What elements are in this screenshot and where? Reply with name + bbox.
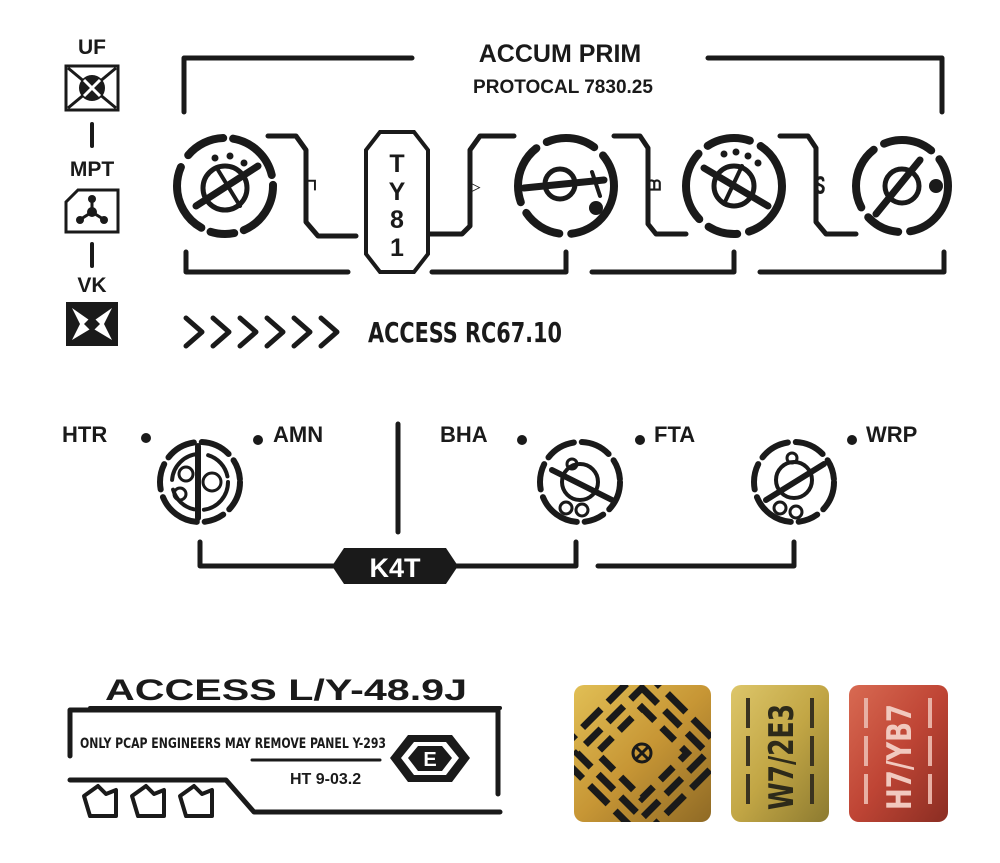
label-bha: BHA (440, 422, 488, 447)
k4t-badge: K4T (332, 548, 458, 584)
small-dial-htr (157, 439, 243, 525)
swatch-3: H7/YB7 (849, 685, 948, 822)
center-tag-char-4: 1 (390, 234, 404, 262)
hex-badge-letter: E (423, 749, 436, 771)
access-rc-label: ACCESS RC67.10 (368, 316, 562, 349)
center-tag: T Y 8 1 (364, 130, 430, 274)
label-amn: AMN (273, 422, 323, 447)
swatch-2: W7/2E3 (731, 685, 829, 822)
chevron-right-icon (210, 315, 232, 349)
swatch-1 (574, 685, 711, 822)
chevron-right-icon (291, 315, 313, 349)
top-panel: ACCUM PRIM PROTOCAL 7830.25 (173, 40, 952, 349)
k4t-badge-label: K4T (369, 553, 421, 583)
center-tag-char-3: 8 (390, 206, 404, 234)
diamond-stripe-pattern (574, 685, 711, 822)
dial-4 (852, 136, 952, 236)
chevron-right-icon (264, 315, 286, 349)
connector-glyph-3: ᗺ (644, 179, 663, 191)
bottom-panel: ACCESS L/Y-48.9J ONLY PCAP ENGINEERS MAY… (67, 674, 503, 818)
connector-glyph-2: ▷ (467, 177, 481, 196)
x-box-icon (66, 302, 118, 346)
label-fta: FTA (654, 422, 695, 447)
small-dial-bha (537, 439, 623, 525)
dial-2 (514, 134, 618, 238)
swatch-2-label: W7/2E3 (762, 704, 802, 810)
middle-panel: HTR AMN BHA FTA WRP (62, 421, 917, 584)
dial-3 (682, 134, 786, 238)
top-panel-subtitle: PROTOCAL 7830.25 (473, 77, 653, 98)
access-ly-title: ACCESS L/Y-48.9J (105, 674, 467, 707)
panel-note: ONLY PCAP ENGINEERS MAY REMOVE PANEL Y-2… (80, 736, 386, 752)
top-panel-title: ACCUM PRIM (479, 40, 642, 68)
dial-1 (173, 134, 277, 238)
mpt-label: MPT (70, 158, 115, 181)
connector-glyph-1: ⊏ (302, 178, 321, 192)
connector-glyph-4: ᔕ (812, 175, 831, 194)
label-wrp: WRP (866, 422, 917, 447)
panel-code: HT 9-03.2 (290, 771, 361, 788)
hex-badge-icon: E (390, 735, 470, 782)
label-htr: HTR (62, 422, 107, 447)
chevron-right-icon (318, 315, 340, 349)
chevron-row (183, 315, 340, 349)
center-tag-char-1: T (389, 150, 404, 178)
swatch-3-label: H7/YB7 (880, 704, 920, 810)
left-column: UF MPT VK (64, 36, 120, 346)
house-glyphs (82, 784, 214, 818)
center-tag-char-2: Y (389, 178, 406, 206)
vk-label: VK (77, 274, 106, 297)
chevron-right-icon (183, 315, 205, 349)
small-dial-wrp (751, 439, 837, 525)
uf-label: UF (78, 36, 106, 59)
chevron-right-icon (237, 315, 259, 349)
hazard-triangle-icon (64, 188, 120, 234)
crossed-box-icon (64, 64, 120, 112)
